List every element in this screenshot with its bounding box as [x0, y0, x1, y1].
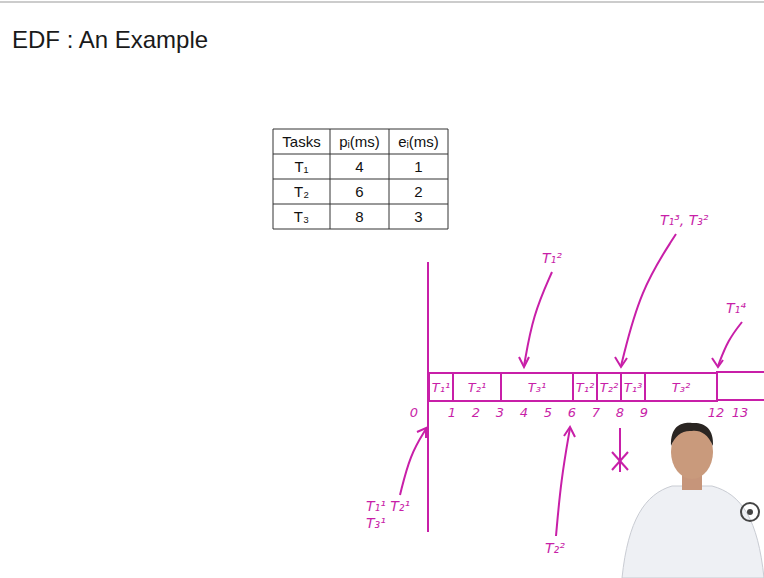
job-label: T₃² [672, 380, 690, 395]
table-cell: 2 [389, 179, 448, 204]
schedule-slot: T₂² [596, 372, 622, 402]
leader-line [524, 272, 552, 366]
slide-title: EDF : An Example [12, 26, 208, 54]
time-tick: 4 [504, 405, 544, 420]
schedule-slot: T₃² [644, 372, 718, 402]
release-note: T₂² [545, 540, 565, 556]
leader-line [400, 429, 426, 495]
table-rule [330, 129, 331, 229]
table-cell: 4 [330, 154, 389, 179]
time-tick: 6 [552, 405, 592, 420]
job-label: T₂¹ [468, 380, 486, 395]
table-cell: 6 [330, 179, 389, 204]
cross-mark [612, 452, 628, 470]
presenter-shirt [622, 486, 764, 578]
schedule-slot: T₁³ [620, 372, 646, 402]
schedule-slot: T₁² [572, 372, 598, 402]
top-rule [0, 1, 764, 3]
time-tick: 8 [600, 405, 640, 420]
job-label: T₁² [576, 380, 594, 395]
logo-ring [741, 503, 759, 521]
table-cell: T₂ [273, 179, 330, 204]
release-note: T₁⁴ [726, 300, 746, 316]
time-tick: 3 [480, 405, 520, 420]
release-note: T₁² [542, 250, 562, 266]
table-rule [273, 179, 448, 180]
arrow-head [564, 427, 575, 437]
table-cell: T₃ [273, 204, 330, 229]
arrow-head [519, 357, 529, 367]
table-rule [273, 229, 448, 230]
arrow-head [615, 357, 627, 367]
arrow-head [712, 358, 723, 367]
time-tick: 5 [528, 405, 568, 420]
table-cell: T₁ [273, 154, 330, 179]
table-cell: Tasks [273, 129, 330, 154]
leader-line [621, 234, 676, 366]
table-rule [273, 154, 448, 155]
leader-line [556, 428, 570, 536]
presenter-hair [671, 423, 713, 446]
table-cell: eᵢ(ms) [389, 129, 448, 154]
deadline-mark [619, 428, 621, 472]
cross-mark [612, 452, 628, 470]
leader-line [718, 322, 742, 366]
logo-dot [747, 509, 753, 515]
schedule-slot: T₁¹ [428, 372, 454, 402]
table-rule [448, 129, 449, 229]
time-tick: 9 [624, 405, 664, 420]
job-label: T₁¹ [432, 380, 450, 395]
timeline-edge [716, 399, 764, 401]
release-note: T₁¹ T₂¹ T₃¹ [366, 498, 420, 532]
table-rule [273, 129, 448, 130]
time-tick: 13 [720, 405, 760, 420]
timeline-edge [716, 371, 764, 373]
table-rule [389, 129, 390, 229]
arrow-head [417, 428, 426, 438]
table-cell: 3 [389, 204, 448, 229]
table-cell: pᵢ(ms) [330, 129, 389, 154]
job-label: T₁³ [624, 380, 642, 395]
table-cell: 1 [389, 154, 448, 179]
time-tick: 1 [432, 405, 472, 420]
time-tick: 2 [456, 405, 496, 420]
institute-logo [741, 503, 759, 521]
table-cell: 8 [330, 204, 389, 229]
schedule-slot: T₃¹ [500, 372, 574, 402]
time-tick: 12 [696, 405, 736, 420]
release-note: T₁³, T₃² [660, 212, 708, 228]
table-rule [273, 204, 448, 205]
presenter [622, 423, 764, 578]
job-label: T₂² [600, 380, 618, 395]
time-tick: 7 [576, 405, 616, 420]
table-rule [273, 129, 274, 229]
job-label: T₃¹ [528, 380, 546, 395]
schedule-slot: T₂¹ [452, 372, 502, 402]
time-tick: 0 [394, 405, 434, 420]
